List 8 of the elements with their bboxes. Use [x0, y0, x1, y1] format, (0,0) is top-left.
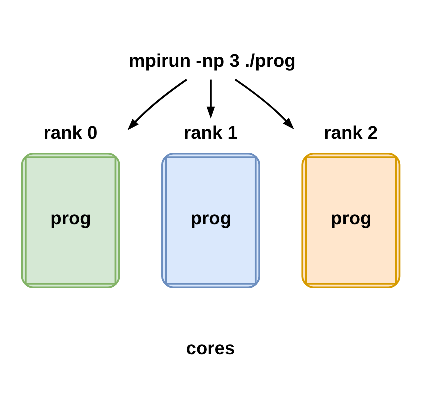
- label: cores: [186, 338, 236, 359]
- arrow: [234, 78, 294, 130]
- arrow: [128, 79, 188, 131]
- node-text: mpirun -np 3 ./prog: [129, 50, 296, 71]
- node-label: rank 0: [44, 122, 98, 144]
- node-label: rank 2: [324, 122, 378, 144]
- node-label: rank 1: [184, 122, 238, 144]
- arrow: [206, 80, 216, 119]
